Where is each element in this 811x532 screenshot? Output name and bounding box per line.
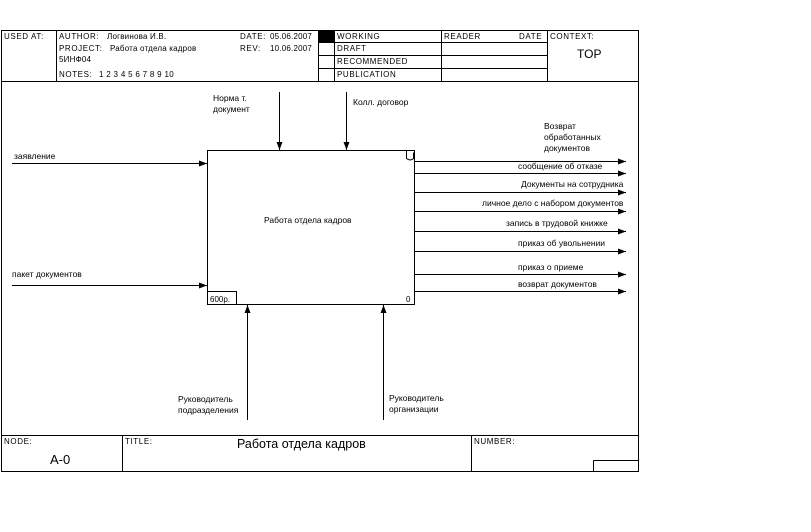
node-value: A-0 bbox=[50, 452, 71, 467]
context-value: TOP bbox=[577, 47, 602, 61]
control-label-1: Норма т.документ bbox=[213, 93, 250, 114]
output-label-6: приказ об увольнении bbox=[518, 238, 606, 248]
date-label: DATE: bbox=[240, 32, 266, 41]
activity-cost: 600р. bbox=[210, 295, 231, 304]
notes-value: 1 2 3 4 5 6 7 8 9 10 bbox=[99, 70, 174, 79]
used-at-label: USED AT: bbox=[4, 32, 44, 41]
status-working: WORKING bbox=[337, 32, 381, 41]
project-label: PROJECT: bbox=[59, 44, 103, 53]
output-label-4: личное дело с набором документов bbox=[482, 198, 624, 208]
diagram-frame bbox=[1, 30, 639, 472]
title-value: Работа отдела кадров bbox=[237, 437, 366, 451]
context-label: CONTEXT: bbox=[550, 32, 595, 41]
reader-date-label: DATE bbox=[519, 32, 543, 41]
author-label: AUTHOR: bbox=[59, 32, 100, 41]
status-recommended: RECOMMENDED bbox=[337, 57, 409, 66]
notes-label: NOTES: bbox=[59, 70, 93, 79]
number-label: NUMBER: bbox=[474, 437, 516, 446]
footer-grid bbox=[1, 435, 639, 472]
author-value: Логвинова И.В. bbox=[107, 32, 167, 41]
output-label-8: возврат документов bbox=[518, 279, 597, 289]
output-label-3: Документы на сотрудника bbox=[521, 179, 624, 189]
header-grid bbox=[1, 30, 639, 82]
project-value: Работа отдела кадров bbox=[110, 44, 197, 53]
activity-tunnel-mark bbox=[406, 150, 414, 161]
date-value: 05.06.2007 bbox=[270, 32, 313, 41]
activity-box bbox=[207, 150, 415, 305]
control-label-2: Колл. договор bbox=[353, 97, 409, 107]
output-label-2: сообщение об отказе bbox=[518, 161, 603, 171]
input-label-2: пакет документов bbox=[12, 269, 82, 279]
title-label: TITLE: bbox=[125, 437, 153, 446]
output-label-7: приказ о приеме bbox=[518, 262, 584, 272]
activity-cost-box bbox=[207, 291, 237, 305]
output-label-5: запись в трудовой книжке bbox=[506, 218, 608, 228]
activity-name: Работа отдела кадров bbox=[264, 215, 352, 225]
status-publication: PUBLICATION bbox=[337, 70, 397, 79]
input-label-1: заявление bbox=[14, 151, 56, 161]
reader-label: READER bbox=[444, 32, 481, 41]
rev-label: REV: bbox=[240, 44, 261, 53]
project-code: 5ИНФ04 bbox=[59, 55, 92, 64]
rev-value: 10.06.2007 bbox=[270, 44, 313, 53]
node-label: NODE: bbox=[4, 437, 33, 446]
status-draft: DRAFT bbox=[337, 44, 367, 53]
activity-number: 0 bbox=[406, 295, 411, 304]
working-status-marker bbox=[319, 31, 334, 42]
